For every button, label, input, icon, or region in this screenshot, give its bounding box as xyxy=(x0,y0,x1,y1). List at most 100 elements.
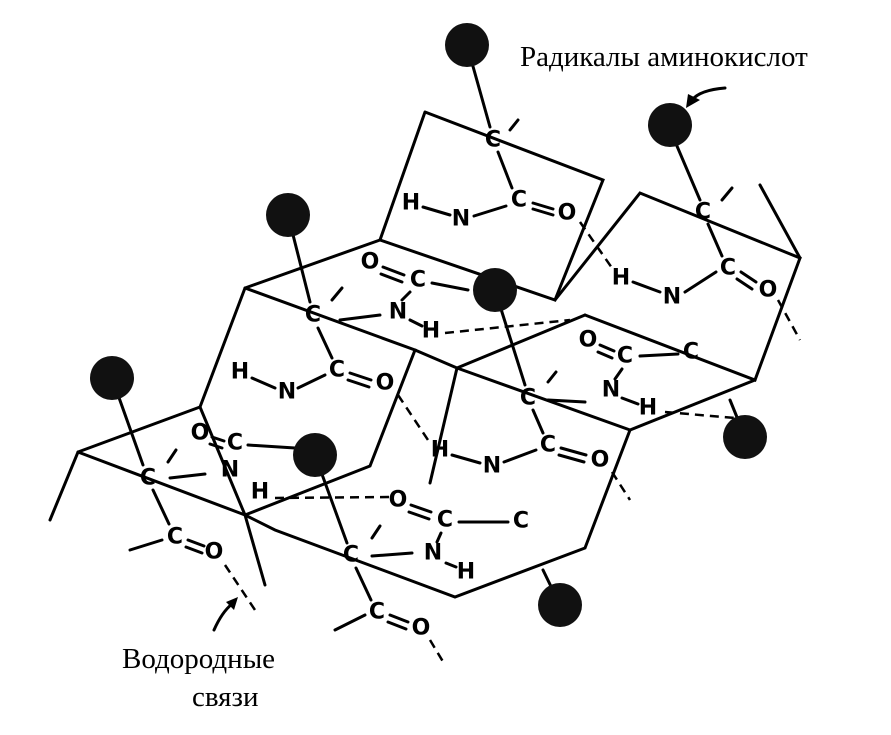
atom-c: C xyxy=(683,340,699,365)
bond-line xyxy=(184,545,204,555)
bond-line xyxy=(316,326,334,360)
bond-line xyxy=(435,531,443,544)
hydrogen-bond-line xyxy=(444,318,571,335)
bond-line xyxy=(379,272,404,284)
bond-line xyxy=(348,371,373,382)
atom-c: C xyxy=(513,509,529,534)
atom-h: H xyxy=(612,266,630,291)
atom-h: H xyxy=(422,319,440,344)
bond-line xyxy=(210,435,226,443)
bond-line xyxy=(559,446,588,457)
atom-o: O xyxy=(361,250,380,275)
bond-line xyxy=(208,442,224,450)
bond-line xyxy=(598,343,616,353)
atom-c: C xyxy=(540,433,556,458)
arrow-to-radical-icon xyxy=(690,86,727,102)
hydrogen-bond-line xyxy=(664,410,736,420)
bond-line xyxy=(370,524,382,540)
atom-n: N xyxy=(483,454,501,479)
bond-line xyxy=(508,118,520,132)
amino-acid-radicals xyxy=(90,23,767,627)
bond-line xyxy=(557,453,586,464)
radical-sphere xyxy=(293,433,337,477)
atom-c: C xyxy=(343,543,359,568)
bond-line xyxy=(407,510,431,521)
atom-c: C xyxy=(617,344,633,369)
atom-n: N xyxy=(663,285,681,310)
bond-line xyxy=(531,207,555,217)
bond-line xyxy=(338,313,382,322)
bond-line xyxy=(409,503,433,514)
atom-c: C xyxy=(720,256,736,281)
atom-c: C xyxy=(485,128,501,153)
hydrogen-bond-line xyxy=(396,394,430,441)
bond-line xyxy=(496,150,514,190)
bond-line xyxy=(620,396,640,406)
bond-line xyxy=(296,373,327,390)
sheet-edge xyxy=(413,348,459,485)
bond-line xyxy=(250,376,277,390)
bond-line xyxy=(386,620,408,631)
atom-n: N xyxy=(221,458,239,483)
bond-line xyxy=(631,280,662,294)
bond-line xyxy=(430,281,470,292)
bond-line xyxy=(346,378,371,389)
bond-line xyxy=(531,201,555,211)
arrowhead-icon xyxy=(686,94,700,108)
bond-line xyxy=(330,286,344,302)
atom-o: O xyxy=(191,421,210,446)
bond-line xyxy=(546,398,587,404)
atom-c: C xyxy=(140,466,156,491)
bond-line xyxy=(354,566,373,602)
label-amino-acid-radicals: Радикалы аминокислот xyxy=(520,41,808,73)
bond-line xyxy=(128,538,164,552)
atom-h: H xyxy=(457,560,475,585)
atom-o: O xyxy=(558,201,577,226)
atom-c: C xyxy=(520,386,536,411)
atom-c: C xyxy=(410,268,426,293)
hydrogen-bond-lines xyxy=(223,221,802,666)
atom-o: O xyxy=(759,278,778,303)
bond-line xyxy=(444,561,458,569)
bond-line xyxy=(408,318,424,328)
atom-h: H xyxy=(639,396,657,421)
radical-sphere xyxy=(90,356,134,400)
bond-line xyxy=(613,367,624,381)
hydrogen-bond-line xyxy=(274,495,393,500)
hydrogen-bond-line xyxy=(776,299,802,341)
atom-n: N xyxy=(278,380,296,405)
atom-n: N xyxy=(602,378,620,403)
atom-h: H xyxy=(402,191,420,216)
bond-line xyxy=(683,270,718,294)
arrow-to-hbond-icon xyxy=(212,602,234,632)
hydrogen-bond-line xyxy=(223,564,257,611)
bond-line xyxy=(706,222,724,258)
atom-o: O xyxy=(412,616,431,641)
label-hydrogen-bonds-line1: Водородные xyxy=(122,643,275,675)
radical-sphere xyxy=(473,268,517,312)
sheet-edge xyxy=(243,366,632,599)
atom-o: O xyxy=(591,448,610,473)
atom-o: O xyxy=(205,540,224,565)
bond-line xyxy=(186,538,206,548)
bond-line xyxy=(735,277,754,291)
bond-line xyxy=(421,205,452,217)
hydrogen-bond-line xyxy=(428,639,447,666)
label-hydrogen-bonds-line2: связи xyxy=(192,681,259,713)
bond-line xyxy=(472,204,508,218)
bond-line xyxy=(531,408,545,435)
atom-o: O xyxy=(389,488,408,513)
atom-o: O xyxy=(579,328,598,353)
bond-line xyxy=(151,488,171,526)
bond-line xyxy=(739,270,758,284)
radical-sphere xyxy=(723,415,767,459)
atom-o: O xyxy=(376,371,395,396)
bond-line xyxy=(502,448,538,464)
atom-c: C xyxy=(167,525,183,550)
sheet-edge xyxy=(628,378,757,432)
atom-n: N xyxy=(389,300,407,325)
bond-line xyxy=(333,613,367,632)
bond-line xyxy=(546,370,558,384)
bond-line xyxy=(246,443,297,450)
